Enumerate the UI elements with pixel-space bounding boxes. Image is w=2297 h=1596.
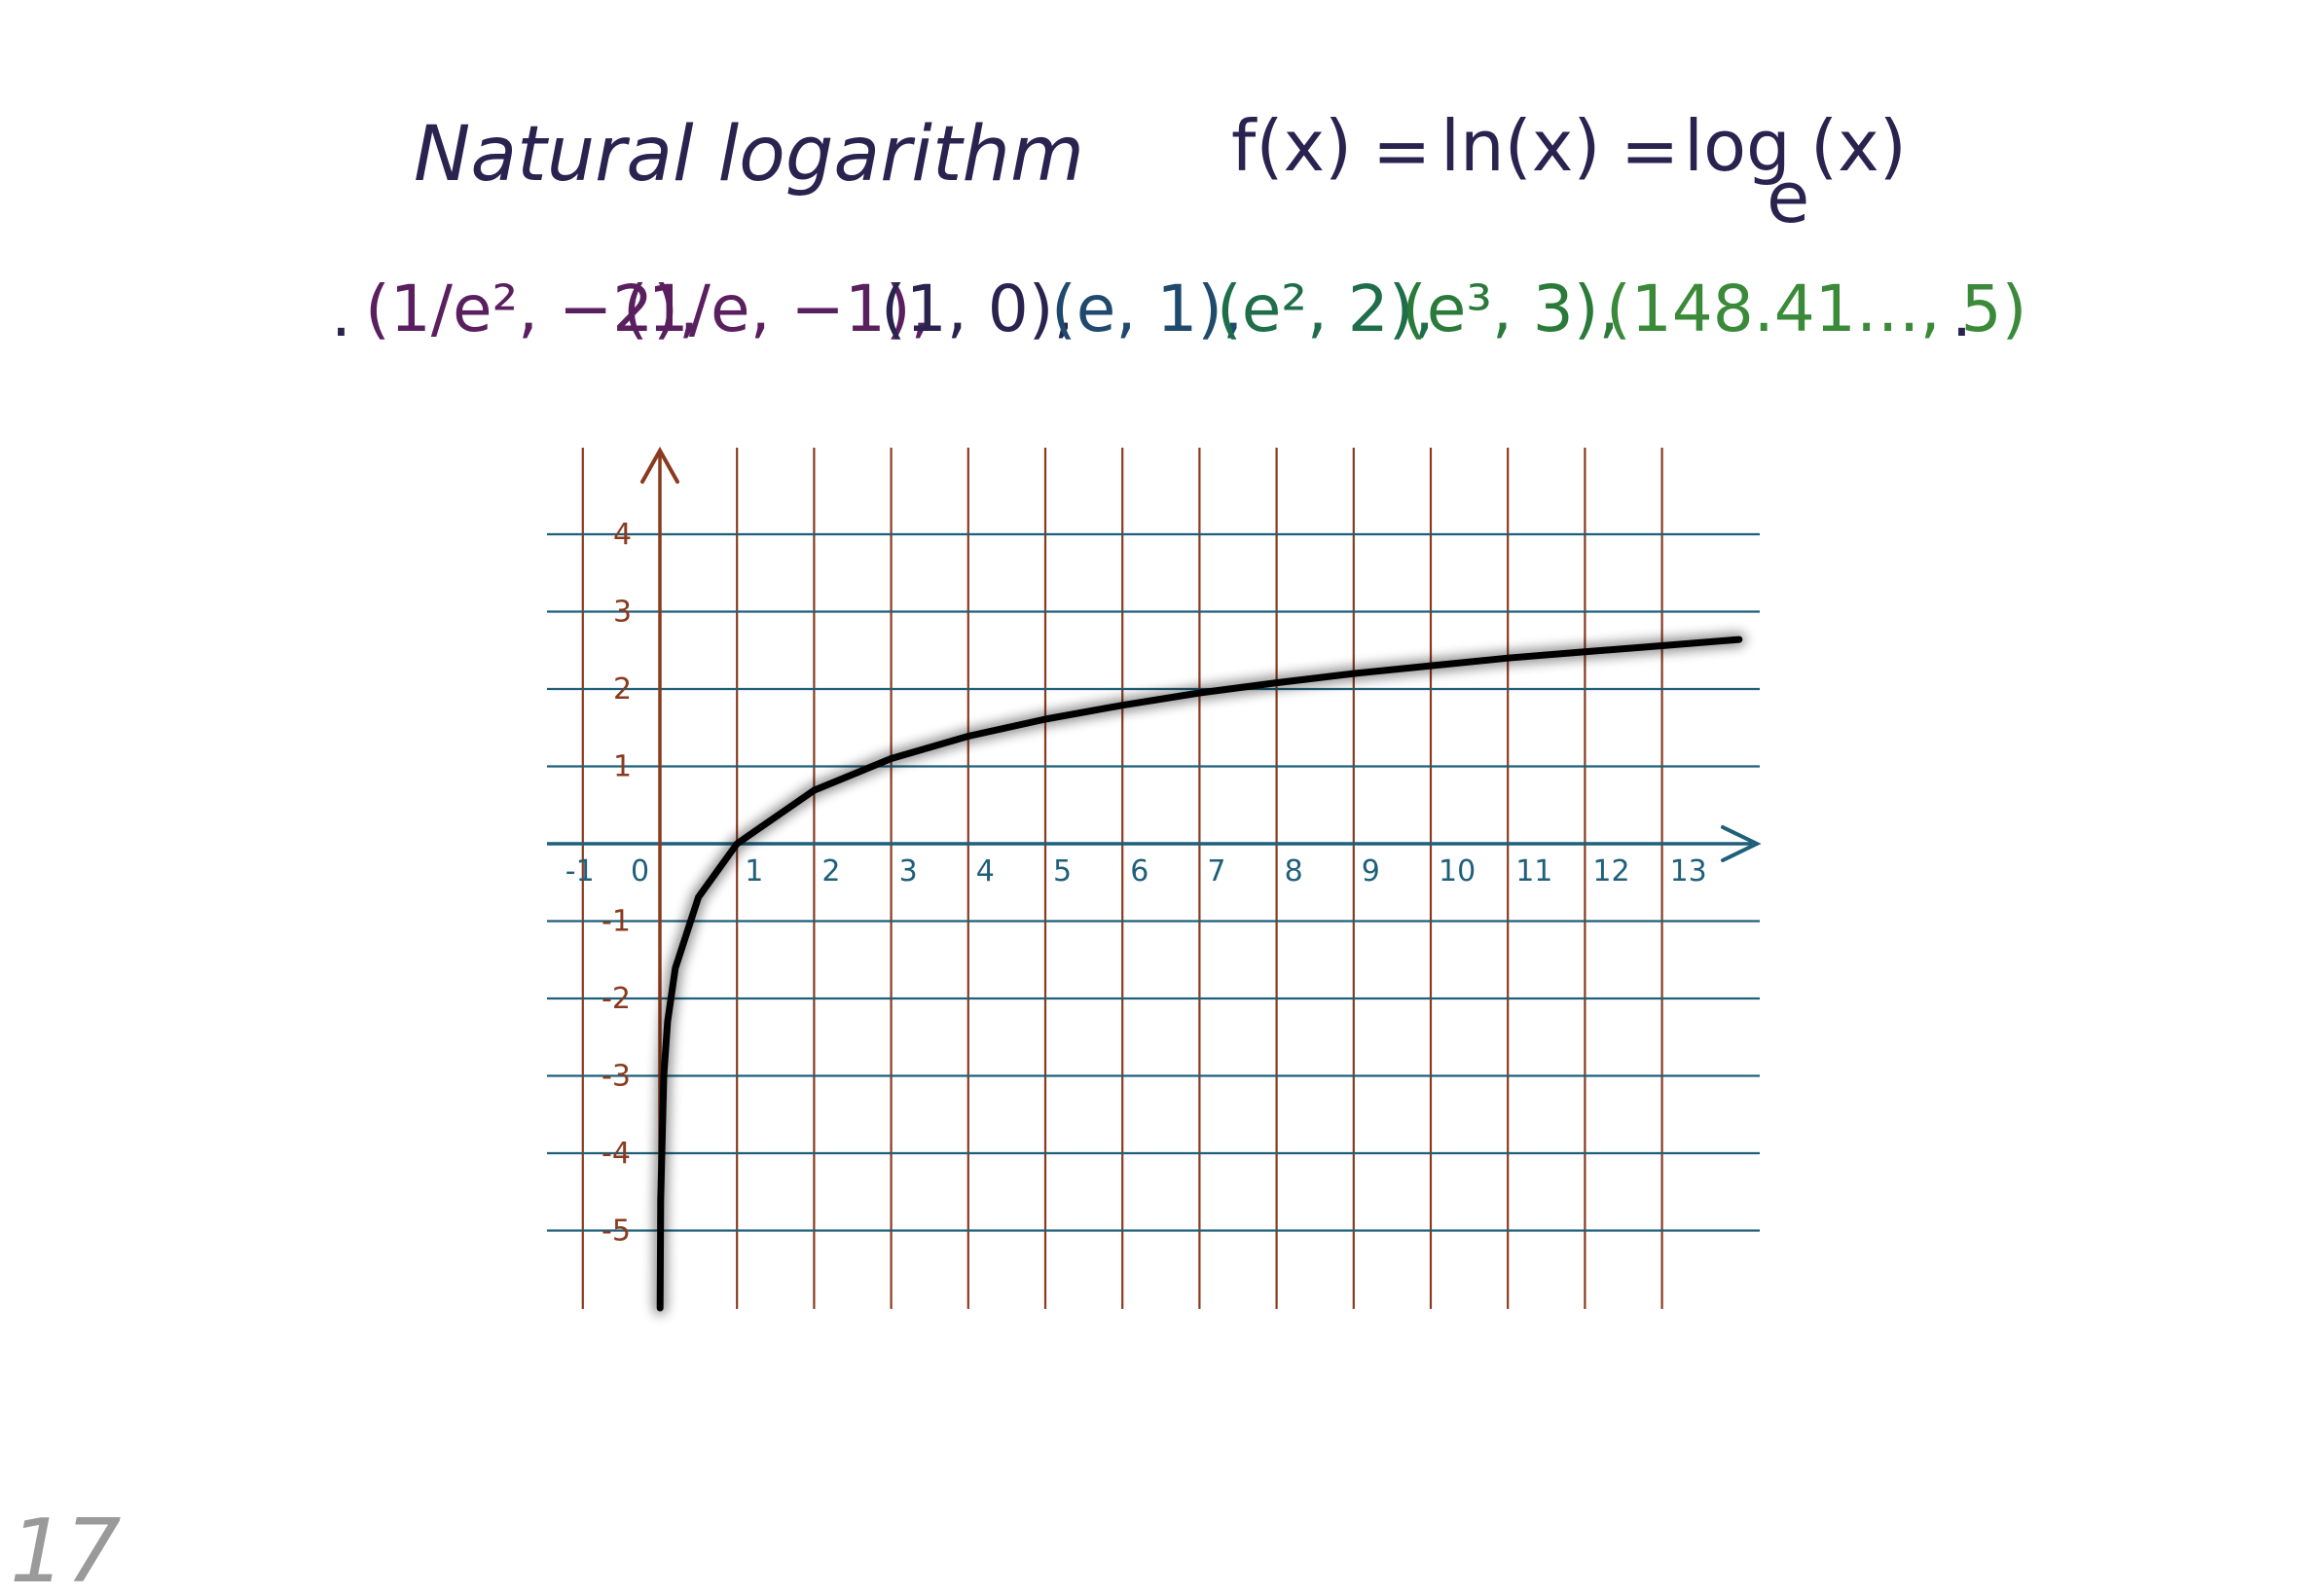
x-tick-label: 3 xyxy=(899,854,918,889)
points-row: . . (1/e², −2),(1/e, −1),(1, 0),(e, 1),(… xyxy=(331,272,2026,351)
point-label: (1/e, −1), xyxy=(623,272,931,346)
x-tick-label: 10 xyxy=(1439,854,1476,889)
x-axis-arrow xyxy=(1721,825,1762,862)
points-lead-dot: . xyxy=(331,276,351,351)
x-tick-label: 13 xyxy=(1670,854,1707,889)
y-tick-label: -3 xyxy=(602,1060,631,1094)
ln-curve xyxy=(653,633,1746,1315)
y-tick-label: 4 xyxy=(613,518,632,552)
formula-mid: ln(x) xyxy=(1440,105,1600,187)
formula-lhs: f(x) xyxy=(1231,105,1352,187)
y-tick-label: -1 xyxy=(602,905,631,939)
x-tick-label: 9 xyxy=(1362,854,1380,889)
point-label: (e³, 3), xyxy=(1402,272,1620,346)
points-trail-dot: . xyxy=(1951,276,1972,351)
formula-eq-2: = xyxy=(1621,110,1679,192)
formula-eq-1: = xyxy=(1372,110,1431,192)
vertical-gridlines xyxy=(581,448,1663,1309)
formula-log: log xyxy=(1684,105,1791,187)
x-tick-label: 4 xyxy=(976,854,995,889)
x-tick-label: 8 xyxy=(1285,854,1303,889)
x-tick-label: 7 xyxy=(1207,854,1225,889)
x-tick-label: 6 xyxy=(1130,854,1148,889)
x-tick-label: 2 xyxy=(821,854,840,889)
x-tick-label: -1 xyxy=(565,854,595,889)
formula-base: e xyxy=(1767,157,1809,238)
horizontal-gridlines xyxy=(547,532,1760,1232)
point-label: (1, 0), xyxy=(881,272,1074,346)
series-line xyxy=(656,635,1743,1312)
point-label: (1/e², −2), xyxy=(365,272,699,346)
x-tick-label: 11 xyxy=(1515,854,1552,889)
y-tick-label: -2 xyxy=(602,982,631,1016)
x-tick-label: 5 xyxy=(1053,854,1072,889)
page-number: 17 xyxy=(10,1501,122,1596)
point-label: (148.41…, 5) xyxy=(1606,272,2026,346)
x-tick-label: 1 xyxy=(745,854,763,889)
point-label: (e², 2), xyxy=(1217,272,1435,346)
x-tick-label: 0 xyxy=(631,854,649,889)
axes xyxy=(547,446,1762,1309)
y-tick-label: -5 xyxy=(602,1215,631,1249)
y-tick-label: 1 xyxy=(613,750,632,784)
point-label: (e, 1), xyxy=(1051,272,1243,346)
y-tick-label: -4 xyxy=(602,1137,631,1171)
formula-arg: (x) xyxy=(1810,105,1907,187)
y-tick-label: 3 xyxy=(613,596,632,630)
page-title: Natural logarithm xyxy=(414,111,1084,199)
x-tick-label: 12 xyxy=(1592,854,1629,889)
y-tick-label: 2 xyxy=(613,672,632,707)
y-axis-arrow xyxy=(640,446,679,484)
formula: f(x) = ln(x) = log e (x) xyxy=(1231,105,1907,238)
